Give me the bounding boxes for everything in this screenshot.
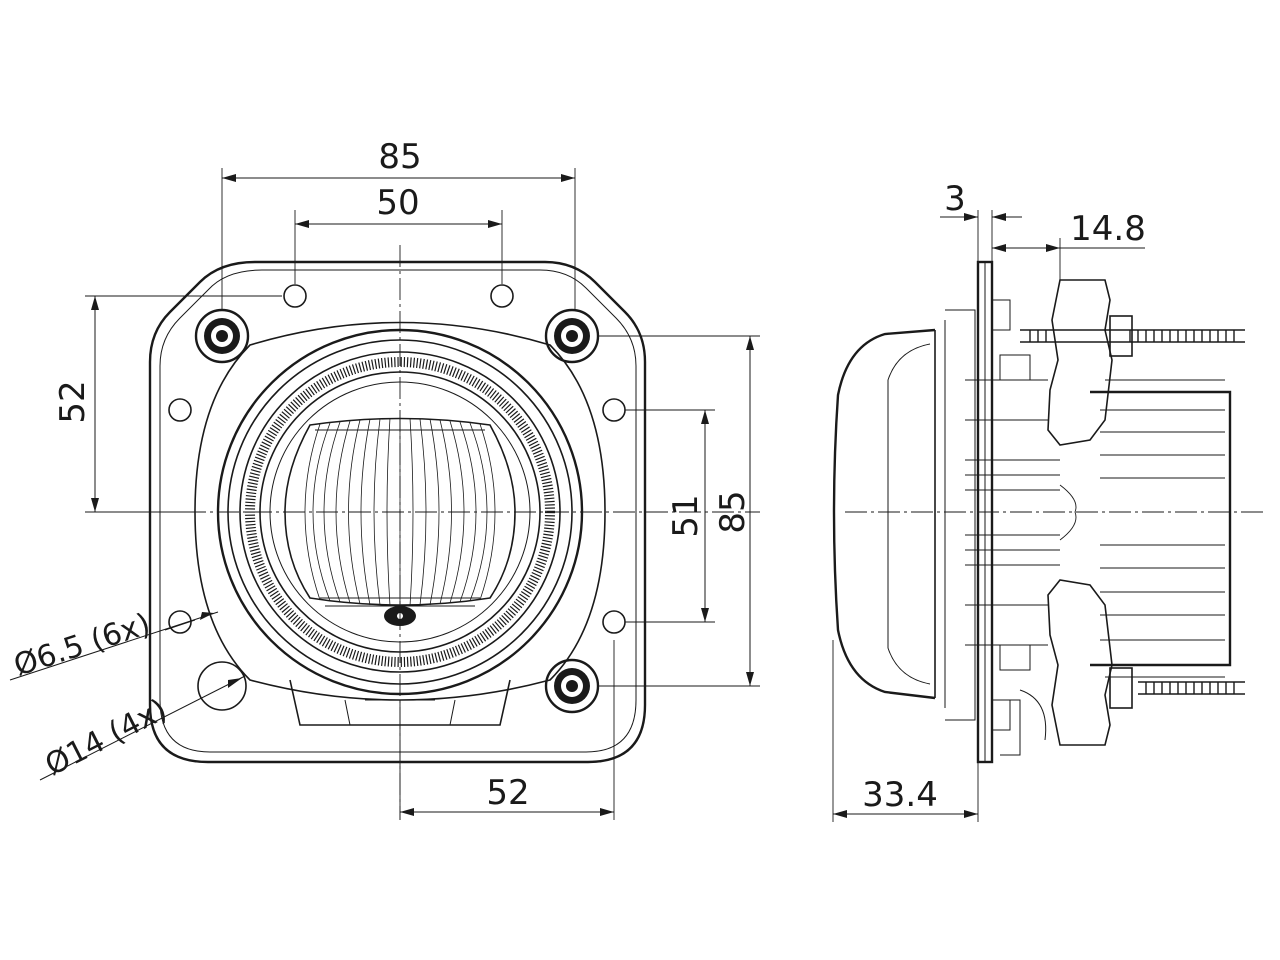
hole-large-bottom-left: [197, 661, 247, 711]
stud-top: [1020, 315, 1245, 357]
hole-small-3: [168, 398, 192, 422]
stud-bottom: [1109, 667, 1245, 709]
leader-large-hole: [39, 675, 246, 781]
dim-14-8-label: 14.8: [1070, 209, 1146, 249]
mount-block-top: [1047, 279, 1113, 446]
housing-body: [194, 321, 606, 701]
rear-housing-fins: [1059, 409, 1225, 641]
hole-small-callout: Ø6.5 (6x): [10, 607, 155, 684]
dim-85-top-label: 85: [378, 137, 421, 177]
dim-52-left: [91, 296, 99, 512]
dim-85-right: [746, 336, 754, 686]
side-extension-lines: [832, 210, 1061, 822]
dim-51-label: 51: [666, 494, 706, 537]
hole-small-6: [602, 610, 626, 634]
dim-51-right: [701, 410, 709, 622]
dim-50-top-label: 50: [376, 183, 419, 223]
dim-33-4-label: 33.4: [862, 775, 938, 815]
hole-small-1: [283, 284, 307, 308]
dim-14-8: [992, 244, 1145, 252]
dim-3: [940, 213, 1022, 221]
hole-small-4: [602, 398, 626, 422]
mount-block-bottom: [1047, 579, 1113, 746]
dim-52-bottom: [400, 808, 614, 816]
dim-52-left-label: 52: [53, 380, 93, 423]
dim-3-label: 3: [944, 179, 966, 219]
hole-small-2: [490, 284, 514, 308]
front-view: 85 50 52 51 85 52 Ø6.5 (6x) Ø14 (4x): [10, 137, 760, 820]
bolt-top-right: [544, 308, 600, 364]
side-view: 3 14.8 33.4: [832, 179, 1265, 822]
leader-small-hole: [9, 611, 219, 681]
dim-33-4: [833, 810, 978, 818]
mounting-plate: [148, 260, 647, 764]
hole-large-callout: Ø14 (4x): [40, 692, 173, 783]
rear-housing: [1090, 390, 1232, 667]
dim-85-right-label: 85: [713, 490, 753, 533]
hole-small-5: [168, 610, 192, 634]
bolt-bottom-right: [544, 658, 600, 714]
mounting-plate-inner: [159, 269, 637, 753]
lens-dome-inner: [887, 343, 931, 685]
bolt-top-left: [194, 308, 250, 364]
front-extension-lines: [85, 168, 760, 820]
dim-50-top: [295, 220, 502, 228]
reflector-ribs: [304, 417, 496, 607]
reflector-lens: [284, 417, 516, 606]
dim-52-bottom-label: 52: [486, 773, 529, 813]
lens-dome: [832, 328, 936, 700]
side-body-fins: [945, 299, 1060, 756]
dim-85-top: [222, 174, 575, 182]
